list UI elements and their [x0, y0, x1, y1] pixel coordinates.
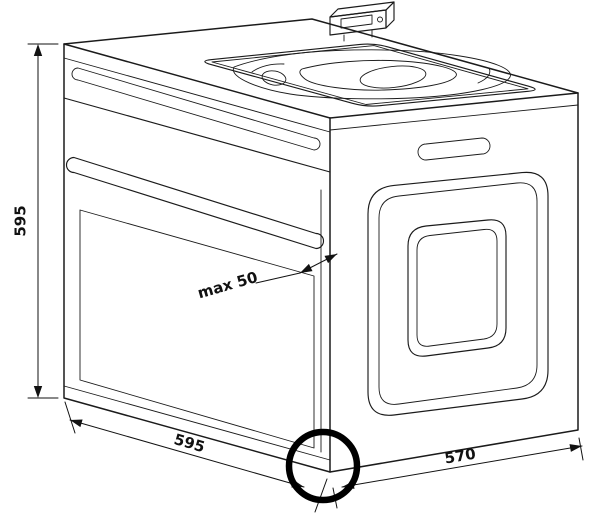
height-arrowhead-up — [33, 44, 43, 56]
width-ext-line-right — [314, 478, 328, 513]
foam-curve-mid — [299, 59, 457, 91]
foam-pocket-center — [359, 65, 427, 89]
width-ext-line-left — [64, 401, 76, 434]
protrusion-leader-line — [255, 272, 301, 284]
corner-highlight-circle — [285, 428, 361, 504]
oven-front-face — [63, 57, 331, 461]
side-frame-outer — [367, 171, 549, 416]
top-recess-outer — [204, 43, 536, 107]
control-box-top — [329, 1, 395, 18]
oven-side-face — [329, 104, 579, 416]
top-control-box — [329, 1, 395, 42]
depth-arrowhead-right — [569, 444, 582, 452]
depth-ext-line-right — [578, 437, 584, 461]
height-dimension-label: 595 — [12, 205, 30, 236]
control-box-side — [385, 1, 395, 29]
door-handle — [66, 156, 324, 250]
depth-dim-line — [341, 445, 583, 488]
foam-pocket-left — [261, 70, 287, 86]
dim-depth: 570 — [332, 437, 584, 509]
protrusion-arrowhead-lower — [300, 263, 313, 273]
oven-body — [63, 18, 579, 473]
front-top-rim-line — [63, 57, 331, 133]
height-arrowhead-down — [33, 386, 43, 398]
protrusion-dimension-label: max 50 — [196, 268, 260, 302]
control-box-display — [340, 14, 373, 29]
side-frame-inner — [378, 182, 538, 405]
side-inner-panel-inner — [416, 228, 498, 347]
width-dimension-label: 595 — [172, 430, 207, 456]
dim-height: 595 — [12, 43, 59, 399]
control-panel-divider — [63, 97, 331, 173]
protrusion-arrowhead-upper — [324, 254, 337, 264]
top-side-fold-edge — [329, 92, 579, 119]
control-box-legs — [343, 30, 373, 42]
front-top-edge — [63, 43, 331, 119]
depth-dimension-label: 570 — [443, 445, 477, 468]
door-inner-outline — [79, 209, 315, 449]
door-bottom-seam — [63, 385, 331, 461]
width-dim-line — [69, 419, 305, 488]
width-arrowhead-left — [70, 419, 83, 428]
oven-top-face — [204, 43, 536, 107]
side-vent-slot — [417, 137, 491, 161]
dim-protrusion: max 50 — [196, 253, 338, 302]
side-inner-panel-outer — [407, 219, 507, 357]
control-fascia — [71, 67, 321, 151]
control-box-knob — [377, 16, 383, 23]
side-top-rim-line — [329, 104, 579, 131]
foam-detail-arc-right — [477, 67, 491, 84]
oven-outline — [63, 18, 579, 473]
foam-curve-outer — [232, 49, 511, 100]
foam-detail-arc-left — [251, 63, 285, 73]
